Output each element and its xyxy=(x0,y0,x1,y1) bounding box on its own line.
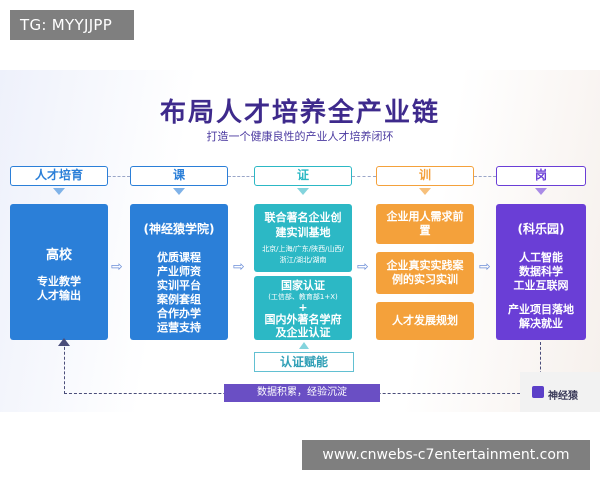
training-item-label: 人才发展规划 xyxy=(392,314,458,327)
header-cert: 证 xyxy=(254,166,352,186)
column-university: 高校 专业教学 人才输出 xyxy=(10,204,108,340)
header-connector xyxy=(108,176,130,177)
logo-text: 神经猿 xyxy=(548,391,578,402)
column-academy: (神经猿学院) 优质课程 产业师资 实训平台 案例套组 合作办学 运营支持 xyxy=(130,204,228,340)
university-cert-title: 国内外著名学府及企业认证 xyxy=(264,313,342,339)
right-arrow-icon: ⇨ xyxy=(233,259,245,275)
plus-sign: + xyxy=(298,301,308,314)
park-line: 工业互联网 xyxy=(513,279,569,292)
column-cert-bottom: 国家认证 (工信部、教育部1+X) + 国内外著名学府及企业认证 xyxy=(254,276,352,340)
training-item: 企业真实实践案例的实习实训 xyxy=(376,252,474,294)
academy-line: 优质课程 xyxy=(157,251,201,264)
cert-empower-box: 认证赋能 xyxy=(254,352,354,372)
training-item: 人才发展规划 xyxy=(376,302,474,340)
up-arrow-icon xyxy=(58,338,70,346)
park-line: 解决就业 xyxy=(519,317,563,330)
academy-line: 产业师资 xyxy=(157,265,201,278)
right-arrow-icon: ⇨ xyxy=(357,259,369,275)
header-job: 岗 xyxy=(496,166,586,186)
logo-icon xyxy=(532,386,544,398)
header-connector xyxy=(228,176,254,177)
down-arrow-icon xyxy=(173,188,185,195)
column-cert-top: 联合著名企业创建实训基地 北京/上海/广东/陕西/山西/浙江/湖北/湖南 xyxy=(254,204,352,272)
park-line: 产业项目落地 xyxy=(508,303,574,316)
national-cert-sub: (工信部、教育部1+X) xyxy=(268,293,338,301)
academy-line: 合作办学 xyxy=(157,307,201,320)
university-line: 专业教学 xyxy=(37,275,81,288)
academy-line: 实训平台 xyxy=(157,279,201,292)
diagram-title: 布局人才培养全产业链 xyxy=(159,98,440,128)
academy-title: (神经猿学院) xyxy=(143,222,215,236)
tg-watermark: TG: MYYJJPP xyxy=(10,10,134,40)
header-connector xyxy=(352,176,376,177)
right-arrow-icon: ⇨ xyxy=(479,259,491,275)
url-watermark: www.cnwebs-c7entertainment.com xyxy=(302,440,590,470)
down-arrow-icon xyxy=(53,188,65,195)
training-item-label: 企业真实实践案例的实习实训 xyxy=(386,259,464,286)
right-arrow-icon: ⇨ xyxy=(111,259,123,275)
university-line: 人才输出 xyxy=(37,289,81,302)
academy-line: 运营支持 xyxy=(157,321,201,334)
national-cert-title: 国家认证 xyxy=(281,279,325,292)
university-title: 高校 xyxy=(45,248,72,263)
header-connector xyxy=(474,176,496,177)
footer-box: 数据积累，经验沉淀 xyxy=(224,384,380,402)
column-park: (科乐园) 人工智能 数据科学 工业互联网 产业项目落地 解决就业 xyxy=(496,204,586,340)
park-line: 人工智能 xyxy=(519,251,563,264)
training-base-title: 联合著名企业创建实训基地 xyxy=(264,211,342,239)
loop-line-left xyxy=(64,342,65,394)
down-arrow-icon xyxy=(419,188,431,195)
header-training: 训 xyxy=(376,166,474,186)
park-line: 数据科学 xyxy=(519,265,563,278)
academy-line: 案例套组 xyxy=(157,293,201,306)
diagram-subtitle: 打造一个健康良性的产业人才培养闭环 xyxy=(206,130,394,143)
training-item-label: 企业用人需求前置 xyxy=(386,210,464,237)
header-talent: 人才培育 xyxy=(10,166,108,186)
header-course: 课 xyxy=(130,166,228,186)
training-item: 企业用人需求前置 xyxy=(376,204,474,244)
loop-line-right xyxy=(540,342,541,394)
down-arrow-icon xyxy=(535,188,547,195)
cert-up-arrow-icon xyxy=(299,342,309,349)
down-arrow-icon xyxy=(297,188,309,195)
park-title: (科乐园) xyxy=(517,222,565,236)
training-base-cities: 北京/上海/广东/陕西/山西/浙江/湖北/湖南 xyxy=(262,245,344,264)
